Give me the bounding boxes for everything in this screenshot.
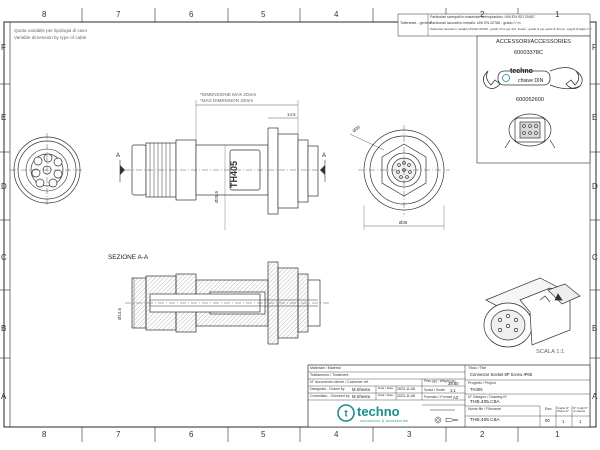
tb-rev-value: 00: [545, 418, 550, 423]
zone-col-4-bottom: 4: [334, 430, 339, 439]
zone-row-a-right: A: [592, 392, 598, 401]
zone-col-7-top: 7: [116, 10, 121, 19]
cable-note-it: Quota variabile per tipologia di cavo: [14, 28, 88, 33]
tb-customer-label: N° documento cliente / Customer ref.: [310, 380, 369, 384]
front-view-left: [10, 133, 84, 207]
dimension-note-en: *MAX DIMENSION 20mm: [200, 98, 254, 103]
tb-filename-label: Nome file / Filename: [468, 407, 501, 411]
tb-sheets-value: 1: [579, 419, 582, 424]
tb-logo-tagline: connectors & accessories: [360, 419, 409, 423]
zone-row-c-left: C: [1, 253, 7, 262]
part-marking: TH405: [229, 160, 239, 188]
tb-logo-text: techno: [357, 404, 400, 419]
zone-col-8-bottom: 8: [42, 430, 47, 439]
tolerance-line-3: Particolari lavorati in metallo UNI EN 2…: [430, 27, 593, 31]
dimension-note-it: *DIMENSIONE MAX 20mm: [200, 92, 257, 97]
accessory-1-logo: techno: [510, 68, 533, 75]
tolerance-label: Tolleranze - general: [400, 21, 432, 25]
accessory-1-text: chiave DIN: [518, 78, 544, 84]
tb-drawing-label: N° Disegno / Drawing N°: [468, 395, 508, 399]
wrench-drawing: [483, 67, 583, 90]
svg-text:t: t: [344, 409, 348, 420]
zone-col-1-bottom: 1: [555, 430, 560, 439]
zone-row-d-right: D: [592, 182, 598, 191]
tb-project-value: TH405: [470, 387, 483, 392]
title-block-lines: [307, 364, 591, 428]
zone-row-b-left: B: [1, 324, 7, 333]
techno-logo-mark: t: [337, 404, 355, 422]
accessory-2-code: 600052600: [516, 97, 544, 103]
zone-col-7-bottom: 7: [116, 430, 121, 439]
section-view: [125, 261, 330, 345]
tb-project-label: Progetto / Project: [468, 381, 496, 385]
tb-material-label: Materiale / Material: [310, 366, 341, 370]
zone-col-5-bottom: 5: [261, 430, 266, 439]
tb-weight-value: 38.80: [448, 381, 459, 386]
zone-col-6-top: 6: [189, 10, 194, 19]
zone-col-4-top: 4: [334, 10, 339, 19]
zone-col-3-bottom: 3: [407, 430, 412, 439]
dimension-body-dia: Ø25.5: [214, 191, 219, 203]
accessory-1-code: 60003378C: [514, 50, 543, 56]
tb-format-value: A3: [453, 395, 459, 400]
tb-checked-date-label: Data / Date: [378, 393, 394, 397]
zone-row-f-right: F: [592, 43, 597, 52]
zone-row-d-left: D: [1, 182, 7, 191]
zone-row-c-right: C: [592, 253, 598, 262]
tb-sheets-label: N° Fogli N° of sheets: [573, 406, 588, 413]
tb-sheet-label: Foglio N° Sheet N°: [557, 406, 570, 413]
tb-title-value: Connector Socket 8P Screw IP68: [470, 372, 533, 377]
scale-label: SCALA 1:1: [536, 349, 565, 355]
section-label: SEZIONE A-A: [108, 254, 149, 261]
tolerance-line-2: Particolari lavorati in metallo: UNI EN …: [430, 21, 521, 25]
zone-col-1-top: 1: [555, 10, 560, 19]
isometric-view: [483, 277, 581, 348]
tb-drawn-date: 2023-11-06: [397, 387, 416, 391]
zone-row-f-left: F: [1, 43, 6, 52]
zone-col-5-top: 5: [261, 10, 266, 19]
socket-accessory-drawing: [504, 113, 556, 149]
zone-col-2-bottom: 2: [480, 430, 485, 439]
zone-row-a-left: A: [1, 392, 7, 401]
dimension-flange-width: Ø36: [399, 220, 408, 225]
tb-filename-value: THB.405.C8A: [470, 418, 500, 423]
tb-checked-date: 2023-11-06: [397, 394, 416, 398]
zone-row-b-right: B: [592, 324, 598, 333]
tb-treatment-label: Trattamento / Treatment: [310, 373, 349, 377]
tb-title-label: Titolo / Title: [468, 366, 487, 370]
zone-col-8-top: 8: [42, 10, 47, 19]
zone-row-e-left: E: [1, 113, 7, 122]
dimension-top-length: 14.5: [287, 112, 296, 117]
zone-ticks: [0, 8, 600, 442]
zone-col-6-bottom: 6: [189, 430, 194, 439]
section-mark-right: A: [322, 153, 327, 159]
tb-scale-label: Scala / Scale: [424, 388, 445, 392]
tb-format-label: Formato / Format: [424, 395, 452, 399]
zone-row-e-right: E: [592, 113, 598, 122]
cable-note-en: Variable dimension by type of cable: [14, 35, 87, 40]
front-view-right: [349, 125, 450, 230]
zone-col-2-top: 2: [480, 10, 485, 19]
tb-weight-label: Peso (gr) / Weight (gr): [424, 379, 456, 383]
side-view: [119, 100, 326, 230]
tb-drawn-label: Disegnato - Drawn by: [310, 387, 345, 391]
tolerance-line-1: Particolari stampati in materiale termop…: [430, 15, 535, 19]
tb-checked-value: M.Sheeta: [352, 394, 370, 399]
tb-scale-value: 1:1: [450, 388, 456, 393]
tb-drawn-date-label: Data / Date: [378, 386, 394, 390]
accessories-title: ACCESSORI/ACCESSORIES: [496, 39, 571, 45]
tb-checked-label: Controllato - Checked by: [310, 394, 350, 398]
tb-sheet-value: 1: [562, 419, 565, 424]
section-mark-left: A: [116, 153, 121, 159]
tb-drawn-value: M.Sheeta: [352, 387, 370, 392]
tb-rev-label: Rev.: [545, 407, 553, 411]
dimension-cable-dia: Ø14.5: [117, 308, 122, 320]
tb-drawing-value: THB.405.C8A: [470, 400, 500, 405]
